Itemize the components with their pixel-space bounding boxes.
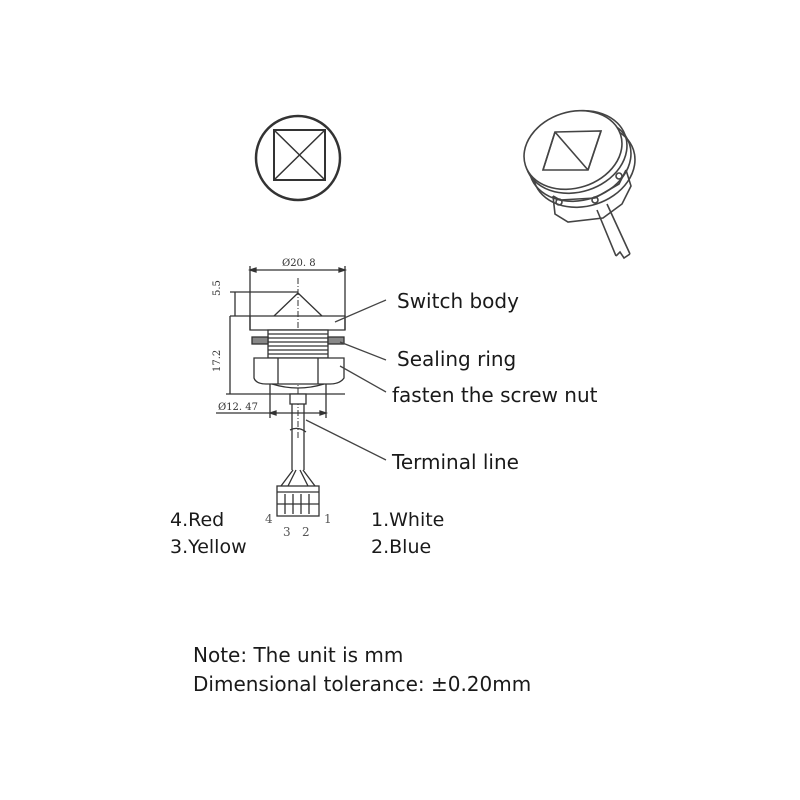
note-unit: Note: The unit is mm — [193, 643, 404, 667]
wire-legend-yellow: 3.Yellow — [170, 536, 247, 558]
pin-number-4: 4 — [265, 512, 273, 526]
callout-leaders — [305, 299, 387, 461]
side-view — [216, 266, 348, 517]
callout-switch-body: Switch body — [397, 289, 519, 313]
callout-screw-nut: fasten the screw nut — [392, 383, 598, 407]
callout-terminal-line: Terminal line — [392, 450, 519, 474]
pin-number-2: 2 — [302, 525, 310, 539]
isometric-view — [523, 109, 636, 260]
top-view — [254, 114, 342, 202]
pin-number-3: 3 — [283, 525, 291, 539]
dimension-thread-diameter: Ø12. 47 — [218, 402, 259, 413]
dimension-body-length: 17.2 — [212, 349, 223, 372]
wire-legend-red: 4.Red — [170, 509, 225, 531]
wire-legend-blue: 2.Blue — [371, 536, 432, 558]
note-tolerance: Dimensional tolerance: ±0.20mm — [193, 672, 532, 696]
dimension-head-height: 5.5 — [212, 280, 223, 296]
pin-number-1: 1 — [324, 512, 332, 526]
callout-sealing-ring: Sealing ring — [397, 347, 517, 371]
dimension-top-diameter: Ø20. 8 — [282, 258, 316, 269]
wire-legend-white: 1.White — [371, 509, 445, 531]
